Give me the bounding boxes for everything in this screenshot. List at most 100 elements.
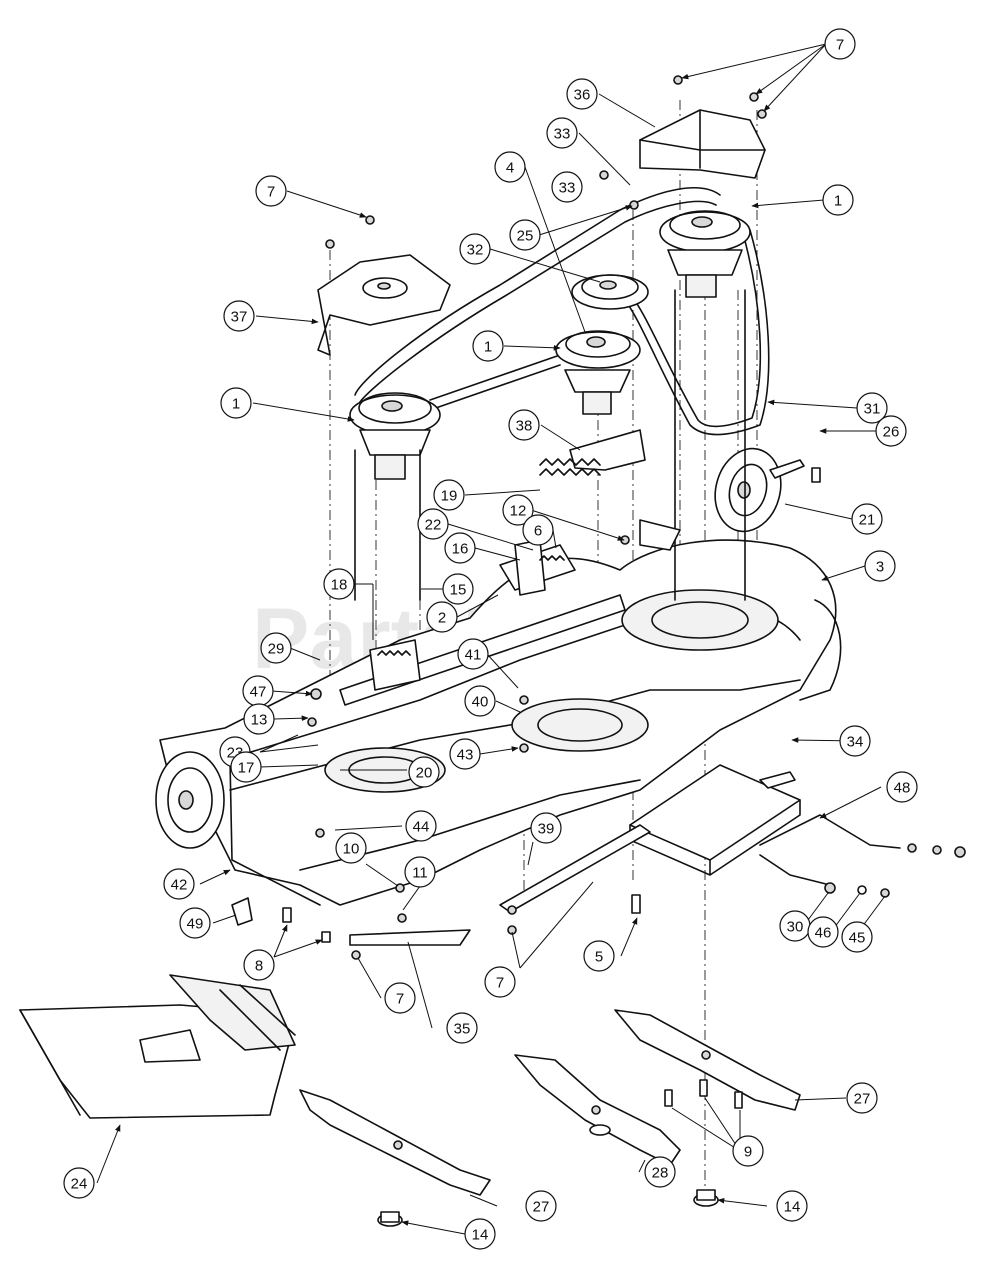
drive-belt: [354, 187, 770, 436]
extension-spring: [539, 458, 601, 476]
callout-21: 21: [851, 503, 883, 535]
callout-6: 6: [522, 514, 554, 546]
anti-scalp-rod: [759, 814, 966, 898]
callout-number: 36: [574, 87, 591, 104]
callout-circle: [732, 1135, 764, 1167]
callout-number: 17: [238, 760, 255, 777]
blade-left: [299, 1089, 491, 1196]
callout-4: 4: [494, 151, 526, 183]
callout-circle: [384, 982, 416, 1014]
callout-circle: [417, 508, 449, 540]
callout-circle: [335, 832, 367, 864]
callout-number: 49: [187, 916, 204, 933]
callout-11: 11: [404, 856, 436, 888]
callout-number: 42: [171, 877, 188, 894]
callout-number: 8: [255, 958, 263, 975]
callout-number: 14: [472, 1227, 489, 1244]
callout-number: 44: [413, 819, 430, 836]
callout-3: 3: [864, 550, 896, 582]
blade-center: [514, 1054, 681, 1166]
callout-14: 14: [464, 1218, 496, 1250]
mower-deck-housing: [159, 539, 842, 906]
callout-circle: [163, 868, 195, 900]
deck-bracket: [499, 539, 576, 596]
callout-circle: [243, 949, 275, 981]
callout-circle: [566, 78, 598, 110]
callout-number: 13: [251, 712, 268, 729]
callout-circle: [404, 856, 436, 888]
callout-circle: [776, 1190, 808, 1222]
blade-adapter-right: [693, 1189, 719, 1207]
callout-number: 6: [534, 523, 542, 540]
callout-number: 7: [396, 991, 404, 1008]
callout-circle: [525, 1190, 557, 1222]
callout-38: 38: [508, 409, 540, 441]
callout-36: 36: [566, 78, 598, 110]
callout-number: 5: [595, 949, 603, 966]
callout-number: 35: [454, 1021, 471, 1038]
belt-cover-right: [639, 109, 766, 179]
callout-number: 14: [784, 1199, 801, 1216]
callout-circle: [851, 503, 883, 535]
callout-7: 7: [824, 28, 856, 60]
callout-circle: [546, 117, 578, 149]
callout-number: 18: [331, 577, 348, 594]
callout-number: 1: [484, 339, 492, 356]
callout-circle: [856, 392, 888, 424]
callout-number: 31: [864, 401, 881, 418]
callout-circle: [464, 1218, 496, 1250]
spindle-assembly-center: [555, 330, 641, 415]
callout-number: 46: [815, 925, 832, 942]
callout-32: 32: [459, 233, 491, 265]
callout-24: 24: [63, 1167, 95, 1199]
callout-number: 19: [441, 488, 458, 505]
callout-circle: [457, 638, 489, 670]
callout-43: 43: [449, 738, 481, 770]
callout-number: 26: [883, 424, 900, 441]
callout-circle: [530, 812, 562, 844]
callout-7: 7: [255, 175, 287, 207]
callout-circle: [839, 725, 871, 757]
callout-16: 16: [444, 532, 476, 564]
callout-45: 45: [841, 921, 873, 953]
callout-27: 27: [846, 1082, 878, 1114]
callout-number: 7: [836, 37, 844, 54]
callout-circle: [875, 415, 907, 447]
callout-number: 48: [894, 780, 911, 797]
callout-number: 39: [538, 821, 555, 838]
callout-15: 15: [442, 573, 474, 605]
callout-circle: [824, 28, 856, 60]
callout-circle: [179, 907, 211, 939]
baffle-right: [499, 824, 651, 913]
callout-48: 48: [886, 771, 918, 803]
callout-circle: [551, 171, 583, 203]
callout-circle: [63, 1167, 95, 1199]
callout-19: 19: [433, 479, 465, 511]
callout-9: 9: [732, 1135, 764, 1167]
spindle-assembly-left: [349, 392, 441, 601]
idler-pulley: [571, 274, 649, 310]
callout-number: 9: [744, 1144, 752, 1161]
callout-number: 10: [343, 841, 360, 858]
callout-circle: [841, 921, 873, 953]
callout-44: 44: [405, 810, 437, 842]
callout-7: 7: [384, 982, 416, 1014]
callout-2: 2: [426, 601, 458, 633]
callout-13: 13: [243, 703, 275, 735]
callout-circle: [822, 184, 854, 216]
callout-number: 43: [457, 747, 474, 764]
callout-7: 7: [484, 966, 516, 998]
gauge-wheel-right: [714, 447, 805, 533]
callout-41: 41: [457, 638, 489, 670]
callout-33: 33: [546, 117, 578, 149]
callout-12: 12: [502, 494, 534, 526]
callout-number: 3: [876, 559, 884, 576]
callout-number: 33: [554, 126, 571, 143]
callout-34: 34: [839, 725, 871, 757]
callout-circle: [243, 703, 275, 735]
callout-47: 47: [242, 675, 274, 707]
callout-28: 28: [644, 1156, 676, 1188]
callout-circle: [886, 771, 918, 803]
